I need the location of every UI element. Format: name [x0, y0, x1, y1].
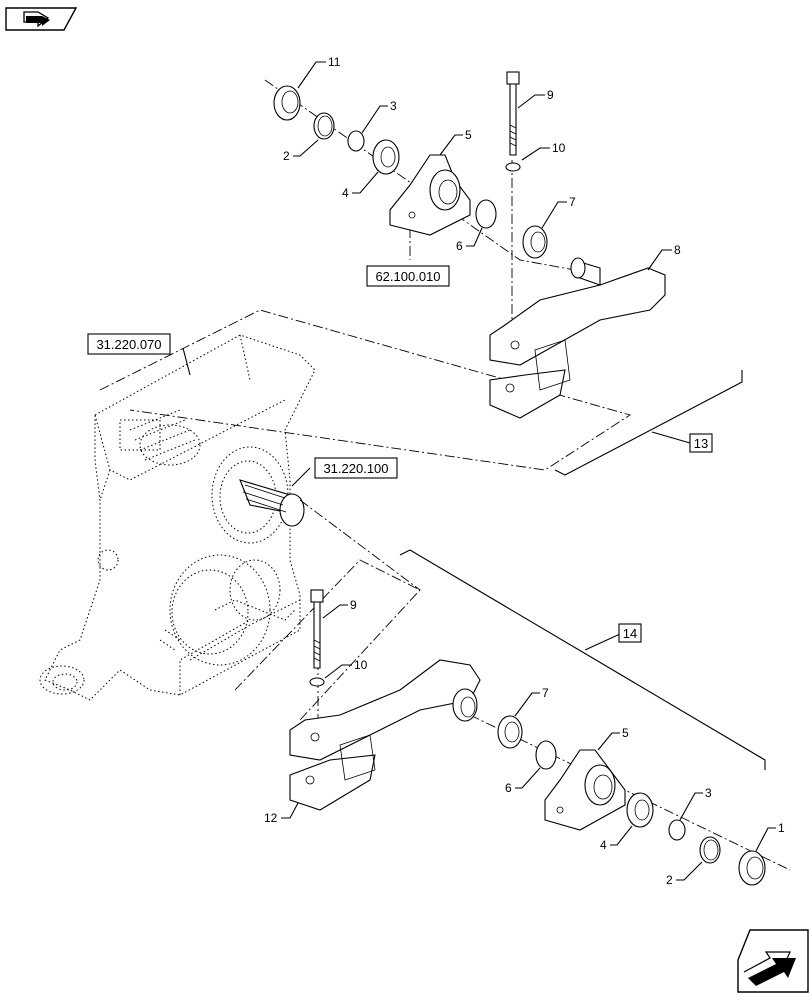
callout-top-2: 2: [283, 149, 290, 163]
callout-bottom-9: 9: [350, 598, 357, 612]
callout-top-11: 11: [328, 55, 341, 69]
previous-page-button[interactable]: [5, 7, 78, 31]
assembly-bracket-13: [554, 370, 743, 476]
callout-top-8: 8: [674, 243, 681, 257]
callout-top-9: 9: [547, 88, 554, 102]
ref-link-62-100-010[interactable]: 62.100.010: [366, 265, 450, 287]
ref-link-31-220-070[interactable]: 31.220.070: [87, 333, 171, 355]
callout-bottom-1: 1: [778, 821, 785, 835]
callout-top-4: 4: [342, 186, 349, 200]
callout-bottom-5: 5: [622, 726, 629, 740]
callout-bottom-3: 3: [705, 786, 712, 800]
bottom-assembly: [289, 589, 766, 886]
assembly-label-14: 14: [623, 626, 637, 641]
output-shaft: [239, 479, 305, 527]
ref-label-31-220-100: 31.220.100: [323, 461, 388, 476]
callout-top-7: 7: [569, 195, 576, 209]
leader-lines: [182, 61, 776, 881]
top-assembly: [273, 71, 666, 419]
callouts-top: 11 2 3 4 5 6 7 8 9 10: [283, 55, 681, 257]
next-page-arrow-icon: [743, 951, 796, 986]
callout-bottom-12: 12: [264, 811, 278, 825]
ref-link-31-220-100[interactable]: 31.220.100: [314, 457, 398, 479]
assembly-bracket-14: [399, 549, 766, 770]
previous-page-arrow-icon: [23, 11, 50, 28]
callout-top-3: 3: [390, 99, 397, 113]
callout-bottom-4: 4: [600, 838, 607, 852]
assembly-link-13[interactable]: 13: [689, 433, 713, 453]
ref-label-62-100-010: 62.100.010: [375, 269, 440, 284]
callout-bottom-10: 10: [354, 658, 368, 672]
assembly-label-13: 13: [694, 436, 708, 451]
callout-top-6: 6: [456, 239, 463, 253]
callout-bottom-6: 6: [505, 781, 512, 795]
callout-bottom-2: 2: [666, 873, 673, 887]
callout-top-5: 5: [465, 128, 472, 142]
callout-top-10: 10: [552, 141, 566, 155]
callouts-bottom: 9 10 7 6 5 4 3 2 1 12: [264, 598, 785, 887]
next-page-button[interactable]: [737, 929, 809, 993]
gearbox-housing: [39, 334, 316, 701]
assembly-link-14[interactable]: 14: [618, 623, 642, 643]
callout-bottom-7: 7: [542, 686, 549, 700]
ref-label-31-220-070: 31.220.070: [96, 337, 161, 352]
